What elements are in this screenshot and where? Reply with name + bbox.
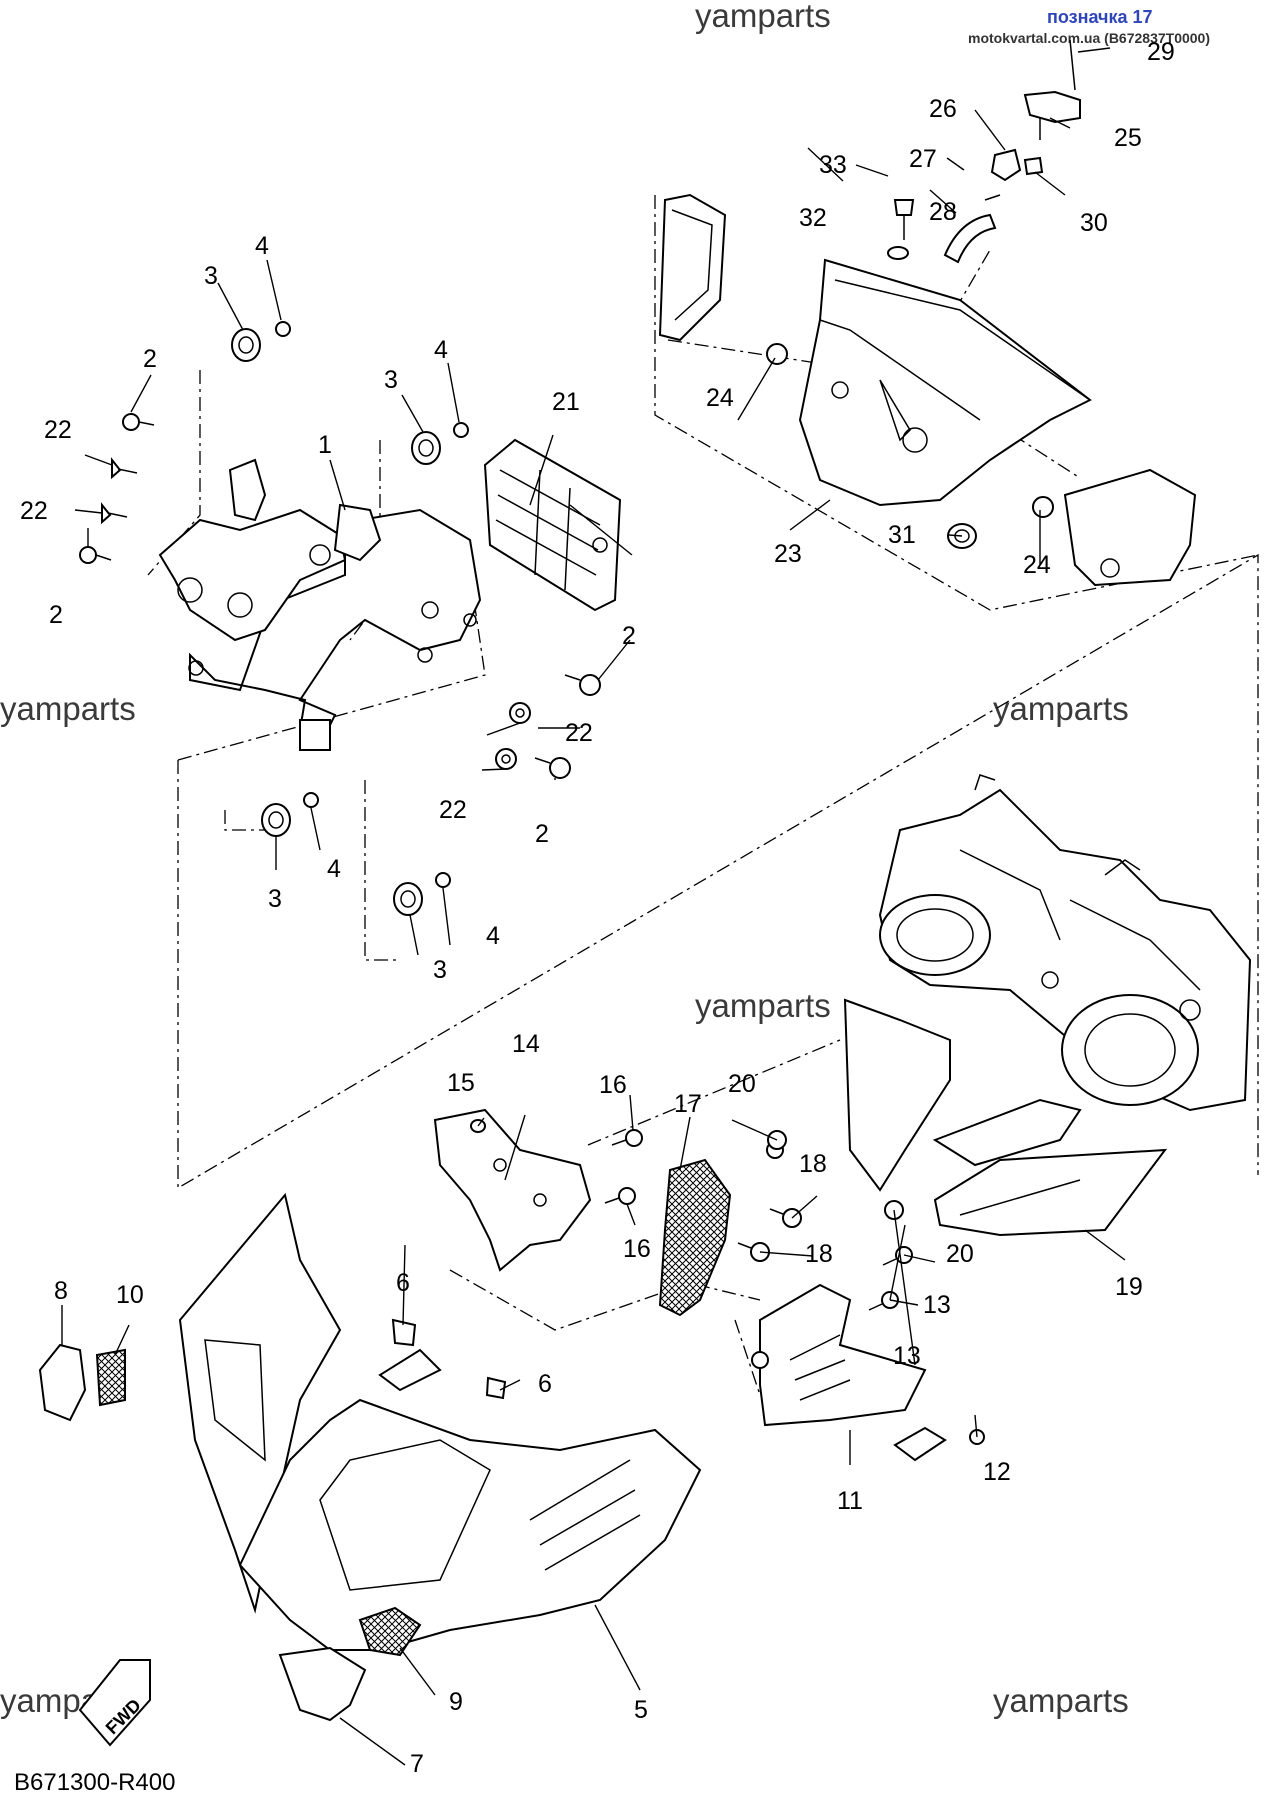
callout-26: 26 (929, 95, 957, 123)
callout-18a: 18 (799, 1150, 827, 1178)
callout-6a: 6 (396, 1269, 410, 1297)
sensor-assembly (887, 39, 1081, 264)
callout-3a: 3 (204, 262, 218, 290)
callout-18b: 18 (805, 1240, 833, 1268)
callout-22c: 22 (565, 719, 593, 747)
meter-housing (658, 193, 1197, 587)
callout-15: 15 (447, 1069, 475, 1097)
watermark-left: yamparts (0, 690, 136, 727)
callout-2c: 2 (622, 622, 636, 650)
diagram-code: B671300-R400 (14, 1769, 175, 1796)
callout-12: 12 (983, 1458, 1011, 1486)
callout-22d: 22 (439, 796, 467, 824)
header-site: motokvartal.com.ua (B672837T0000) (968, 30, 1210, 46)
headlight-bracket (158, 458, 482, 751)
callout-29: 29 (1147, 38, 1175, 66)
callout-22a: 22 (44, 416, 72, 444)
small-covers (38, 1318, 507, 1722)
callout-3d: 3 (433, 956, 447, 984)
callout-31: 31 (888, 521, 916, 549)
callout-33: 33 (819, 151, 847, 179)
callout-16b: 16 (623, 1235, 651, 1263)
callout-21: 21 (552, 388, 580, 416)
front-cowling (178, 1192, 702, 1651)
fwd-arrow-icon: FWD (78, 1659, 151, 1747)
watermark-right: yamparts (993, 690, 1129, 727)
callout-13a: 13 (923, 1291, 951, 1319)
callout-10: 10 (116, 1281, 144, 1309)
watermark-center: yamparts (695, 987, 831, 1024)
headlight-unit (878, 774, 1252, 1112)
callout-25: 25 (1114, 124, 1142, 152)
callout-8: 8 (54, 1277, 68, 1305)
callout-17: 17 (674, 1090, 702, 1118)
callout-23: 23 (774, 540, 802, 568)
header-tag: позначка 17 (1047, 7, 1153, 27)
callout-27: 27 (909, 145, 937, 173)
callout-22b: 22 (20, 497, 48, 525)
callout-13b: 13 (893, 1342, 921, 1370)
inner-brackets (433, 998, 1168, 1462)
callout-24a: 24 (706, 384, 734, 412)
callout-11: 11 (837, 1487, 863, 1515)
callout-4b: 4 (434, 336, 448, 364)
assembly-lines (147, 195, 1259, 1396)
callout-2b: 2 (49, 601, 63, 629)
callouts: 1 2 2 2 2 3 3 3 3 4 4 4 4 5 6 6 7 8 9 10… (20, 38, 1175, 1778)
leader-lines (61, 47, 1126, 1766)
callout-20a: 20 (728, 1070, 756, 1098)
callout-5: 5 (634, 1696, 648, 1724)
callout-16a: 16 (599, 1071, 627, 1099)
watermark-bottom-right: yamparts (993, 1682, 1129, 1719)
callout-30: 30 (1080, 209, 1108, 237)
callout-4d: 4 (486, 922, 500, 950)
grommets (231, 321, 469, 916)
callout-4a: 4 (255, 232, 269, 260)
callout-1: 1 (318, 431, 332, 459)
bolts (79, 413, 601, 779)
callout-24b: 24 (1023, 551, 1051, 579)
callout-3c: 3 (268, 885, 282, 913)
callout-14: 14 (512, 1030, 540, 1058)
callout-20b: 20 (946, 1240, 974, 1268)
callout-28: 28 (929, 198, 957, 226)
callout-32: 32 (799, 204, 827, 232)
watermark-top: yamparts (695, 0, 831, 34)
callout-3b: 3 (384, 366, 398, 394)
callout-7: 7 (410, 1750, 424, 1778)
callout-2d: 2 (535, 820, 549, 848)
callout-6b: 6 (538, 1370, 552, 1398)
callout-2a: 2 (143, 345, 157, 373)
callout-9: 9 (449, 1688, 463, 1716)
callout-4c: 4 (327, 855, 341, 883)
air-duct-grille (483, 438, 622, 612)
callout-19: 19 (1115, 1273, 1143, 1301)
